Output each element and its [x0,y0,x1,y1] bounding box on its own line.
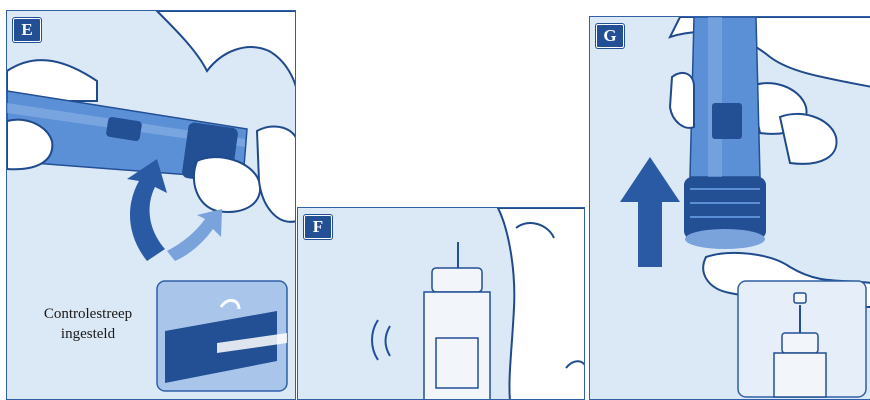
pen-window [712,103,742,139]
panel-f-illustration [298,208,585,400]
panel-e: E Controlestreep ingesteld [6,10,296,400]
drop [794,293,806,303]
finger-right [780,114,837,164]
panel-g: G [589,16,870,400]
caption-line-1: Controlestreep [23,304,153,324]
push-button [685,229,765,249]
cartridge [424,292,490,400]
panel-e-label: E [13,18,41,42]
panel-f: F [297,207,585,400]
needle-hub [432,268,482,292]
panel-g-label: G [596,24,624,48]
inset-cartridge [774,353,826,397]
up-arrow-icon [620,157,680,267]
inset-hub [782,333,818,353]
panel-g-illustration [590,17,870,400]
panel-f-label: F [304,215,332,239]
thumb-right [257,126,296,221]
tap-sound-icon [372,320,390,360]
finger-right [194,157,260,212]
hand-top [157,11,296,91]
caption: Controlestreep ingesteld [23,304,153,344]
caption-line-2: ingesteld [23,324,153,344]
pen-highlight [708,17,722,177]
pen-body [690,17,760,177]
hand-right [498,208,585,400]
finger-left [670,73,694,128]
